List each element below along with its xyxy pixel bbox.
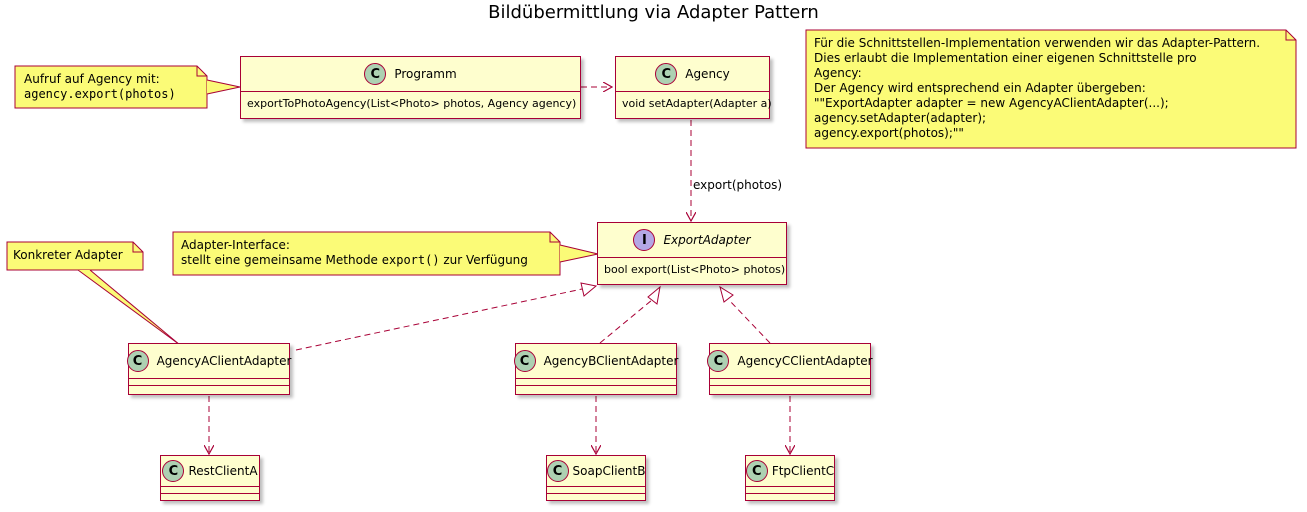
note-description-line: Agency: — [814, 66, 862, 80]
class-icon: C — [513, 350, 536, 372]
edge-label-export-photos: export(photos) — [693, 178, 783, 192]
note-konkreter-shape — [6, 241, 181, 346]
class-header: C SoapClientB — [546, 456, 646, 487]
class-name: Agency — [685, 67, 730, 81]
class-programm-header: C Programm — [241, 57, 580, 92]
note-description-line: Für die Schnittstellen-Implementation ve… — [814, 36, 1261, 50]
diagram-title: Bildübermittlung via Adapter Pattern — [488, 2, 819, 23]
note-adapter-interface: Adapter-Interface: stellt eine gemeinsam… — [181, 238, 528, 268]
class-name: Programm — [394, 67, 457, 81]
note-line2-before: stellt eine gemeinsame Methode — [181, 253, 382, 267]
note-aufruf-line2: agency.export(photos) — [24, 87, 176, 101]
note-description-line: agency.export(photos);"" — [814, 126, 964, 140]
class-name: AgencyBClientAdapter — [543, 354, 679, 368]
note-description-line: Der Agency wird entsprechend ein Adapter… — [814, 81, 1146, 95]
class-header: C AgencyCClientAdapter — [707, 344, 873, 379]
class-method: exportToPhotoAgency(List<Photo> photos, … — [247, 97, 577, 110]
class-name: FtpClientC — [771, 464, 835, 478]
interface-exportadapter-header: I ExportAdapter — [598, 223, 786, 258]
note-description-line: Dies erlaubt die Implementation einer ei… — [814, 51, 1197, 65]
note-adapter-interface-line2: stellt eine gemeinsame Methode export() … — [181, 253, 528, 268]
class-icon: C — [546, 460, 569, 482]
interface-name: ExportAdapter — [663, 233, 751, 247]
interface-exportadapter[interactable]: I ExportAdapter bool export(List<Photo> … — [597, 222, 787, 285]
note-line2-after: zur Verfügung — [439, 253, 528, 267]
class-programm[interactable]: C Programm exportToPhotoAgency(List<Phot… — [240, 56, 581, 119]
class-agencyaclientadapter[interactable]: C AgencyAClientAdapter — [126, 343, 292, 395]
class-header: C AgencyAClientAdapter — [126, 344, 292, 379]
note-line2-code: export() — [381, 253, 440, 267]
class-attribute-divider — [547, 487, 645, 494]
note-aufruf-shape — [14, 65, 241, 109]
class-method: void setAdapter(Adapter a) — [622, 97, 772, 110]
note-adapter-interface-shape — [172, 231, 599, 276]
note-konkreter: Konkreter Adapter — [13, 248, 123, 263]
note-description-shape — [805, 29, 1297, 149]
note-aufruf: Aufruf auf Agency mit: agency.export(pho… — [24, 72, 176, 102]
class-icon: C — [655, 63, 678, 85]
note-description-line: agency.setAdapter(adapter); — [814, 111, 987, 125]
class-icon: C — [707, 350, 730, 372]
class-name: AgencyCClientAdapter — [737, 354, 873, 368]
class-header: C AgencyBClientAdapter — [513, 344, 679, 379]
class-agencybclientadapter[interactable]: C AgencyBClientAdapter — [513, 343, 679, 395]
class-name: RestClientA — [188, 464, 258, 478]
class-attribute-divider — [746, 487, 834, 494]
note-aufruf-line1: Aufruf auf Agency mit: — [24, 72, 160, 86]
class-soapclientb[interactable]: C SoapClientB — [546, 455, 646, 501]
edge-realization-c — [719, 285, 771, 344]
class-header: C FtpClientC — [745, 456, 835, 487]
note-description-line: ""ExportAdapter adapter = new AgencyACli… — [814, 96, 1169, 110]
class-icon: C — [364, 63, 387, 85]
class-attribute-divider — [516, 379, 676, 386]
edge-realization-b — [599, 285, 661, 344]
class-header: C RestClientA — [161, 456, 259, 487]
interface-icon: I — [633, 229, 656, 251]
note-adapter-interface-line1: Adapter-Interface: — [181, 238, 290, 252]
class-icon: C — [126, 350, 149, 372]
interface-method: bool export(List<Photo> photos) — [604, 263, 786, 276]
class-name: AgencyAClientAdapter — [156, 354, 292, 368]
class-attribute-divider — [161, 487, 259, 494]
edge-realization-a — [295, 282, 598, 351]
class-attribute-divider — [710, 379, 870, 386]
class-attribute-divider — [129, 379, 289, 386]
class-agencycclientadapter[interactable]: C AgencyCClientAdapter — [707, 343, 873, 395]
class-icon: C — [162, 460, 185, 482]
class-agency[interactable]: C Agency void setAdapter(Adapter a) — [615, 56, 772, 119]
class-ftpclientc[interactable]: C FtpClientC — [745, 455, 835, 501]
class-restclienta[interactable]: C RestClientA — [160, 455, 260, 501]
note-konkreter-line1: Konkreter Adapter — [13, 248, 123, 262]
class-icon: C — [745, 460, 768, 482]
class-agency-header: C Agency — [616, 57, 769, 92]
class-name: SoapClientB — [572, 464, 646, 478]
note-description: Für die Schnittstellen-Implementation ve… — [814, 36, 1260, 141]
